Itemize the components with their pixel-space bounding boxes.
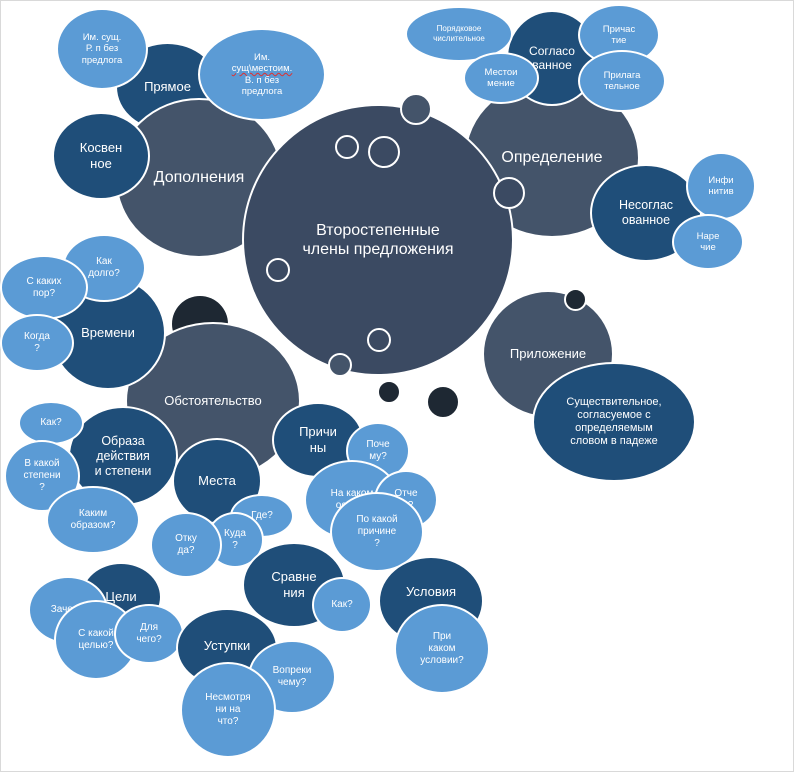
kosvennoe-label: Косвен ное <box>79 140 123 171</box>
q-v-kakoy-bubble: В какой степени ? <box>4 440 80 512</box>
ustupki-label: Уступки <box>203 638 251 653</box>
q-dlya-chego-label: Для чего? <box>136 622 162 645</box>
q-gde-label: Где? <box>251 510 273 521</box>
prilozhenie-label: Приложение <box>509 346 587 362</box>
center-label: Второстепенные члены предложения <box>302 221 454 258</box>
q-v-kakoy-label: В какой степени ? <box>23 458 61 493</box>
q-s-kakih-label: С каких пор? <box>26 275 62 299</box>
q-pri-kakom-label: При каком условии? <box>420 631 464 666</box>
usloviya-label: Условия <box>405 584 457 599</box>
decor-dot <box>400 93 432 125</box>
q-kak-label: Как? <box>40 417 62 428</box>
mesta-label: Места <box>198 473 236 489</box>
decor-dot <box>426 385 460 419</box>
q-dlya-chego-bubble: Для чего? <box>114 604 184 664</box>
celi-label: Цели <box>105 589 137 605</box>
decor-dot <box>564 288 587 311</box>
prilagatelnoe-label: Прилага тельное <box>603 69 641 92</box>
q-rp-label: Им. сущ. Р. п без предлога <box>81 31 123 66</box>
q-po-kakoy-bubble: По какой причине ? <box>330 492 424 572</box>
obraza-label: Образа действия и степени <box>94 433 152 478</box>
q-pri-kakom-bubble: При каком условии? <box>394 604 490 694</box>
q-kogda-bubble: Когда ? <box>0 314 74 372</box>
prilozhenie-desc: Существительное, согласуемое с определяе… <box>566 395 662 448</box>
q-kak-dolgo-label: Как долго? <box>88 256 120 279</box>
narechie-bubble: Наре чие <box>672 214 744 270</box>
prichastie-label: Причас тие <box>602 23 636 46</box>
obstoyatelstvo-label: Обстоятельство <box>164 393 262 409</box>
pryamoe-label: Прямое <box>144 79 191 95</box>
prilozhenie-desc-bubble: Существительное, согласуемое с определяе… <box>532 362 696 482</box>
nesoglasovannoe-label: Несоглас ованное <box>618 198 674 227</box>
q-otkuda-bubble: Отку да? <box>150 512 222 578</box>
q-vp-line2: сущ\местоим. <box>231 63 293 75</box>
q-pochemu-label: Поче му? <box>366 439 390 462</box>
narechie-label: Наре чие <box>696 230 720 253</box>
q-kak2-bubble: Как? <box>312 577 372 633</box>
q-po-kakoy-label: По какой причине ? <box>356 514 398 549</box>
q-vp-line3: В. п без предлога <box>241 74 283 97</box>
q-s-kakoy-label: С какой целью? <box>78 628 114 651</box>
decor-dot <box>335 135 359 159</box>
prichiny-label: Причи ны <box>299 424 337 455</box>
decor-dot <box>493 177 525 209</box>
soglasovannoe-label: Согласо ванное <box>529 43 575 72</box>
decor-dot <box>368 136 400 168</box>
decor-dot <box>266 258 290 282</box>
prilagatelnoe-bubble: Прилага тельное <box>578 50 666 112</box>
q-kak2-label: Как? <box>331 599 353 610</box>
decor-dot <box>377 380 401 404</box>
infinitiv-bubble: Инфи нитив <box>686 152 756 220</box>
q-kak-bubble: Как? <box>18 401 84 445</box>
vremeni-label: Времени <box>81 325 135 341</box>
kosvennoe-bubble: Косвен ное <box>52 112 150 200</box>
poryadkovoe-label: Порядковое числительное <box>433 24 485 43</box>
q-vopreki-label: Вопреки чему? <box>272 665 312 688</box>
sravneniya-label: Сравне ния <box>271 569 317 600</box>
q-nesmotrya-bubble: Несмотря ни на что? <box>180 662 276 758</box>
infinitiv-label: Инфи нитив <box>708 174 734 197</box>
q-kuda-label: Куда ? <box>224 528 246 551</box>
dopolneniya-label: Дополнения <box>153 169 245 187</box>
q-kakim-label: Каким образом? <box>70 508 116 531</box>
q-s-kakih-bubble: С каких пор? <box>0 255 88 320</box>
q-vp-line1: Им. <box>254 51 270 63</box>
q-rp-bubble: Им. сущ. Р. п без предлога <box>56 8 148 90</box>
q-vp-bubble: Им. сущ\местоим. В. п без предлога <box>198 28 326 121</box>
q-kogda-label: Когда ? <box>24 331 50 354</box>
q-nesmotrya-label: Несмотря ни на что? <box>205 692 251 727</box>
q-otkuda-label: Отку да? <box>175 533 197 556</box>
opredelenie-label: Определение <box>501 149 603 167</box>
mestoimenie-label: Местои мение <box>484 66 518 89</box>
decor-dot <box>367 328 391 352</box>
mestoimenie-bubble: Местои мение <box>463 52 539 104</box>
decor-dot <box>328 353 352 377</box>
poryadkovoe-bubble: Порядковое числительное <box>405 6 513 62</box>
q-kakim-bubble: Каким образом? <box>46 486 140 554</box>
